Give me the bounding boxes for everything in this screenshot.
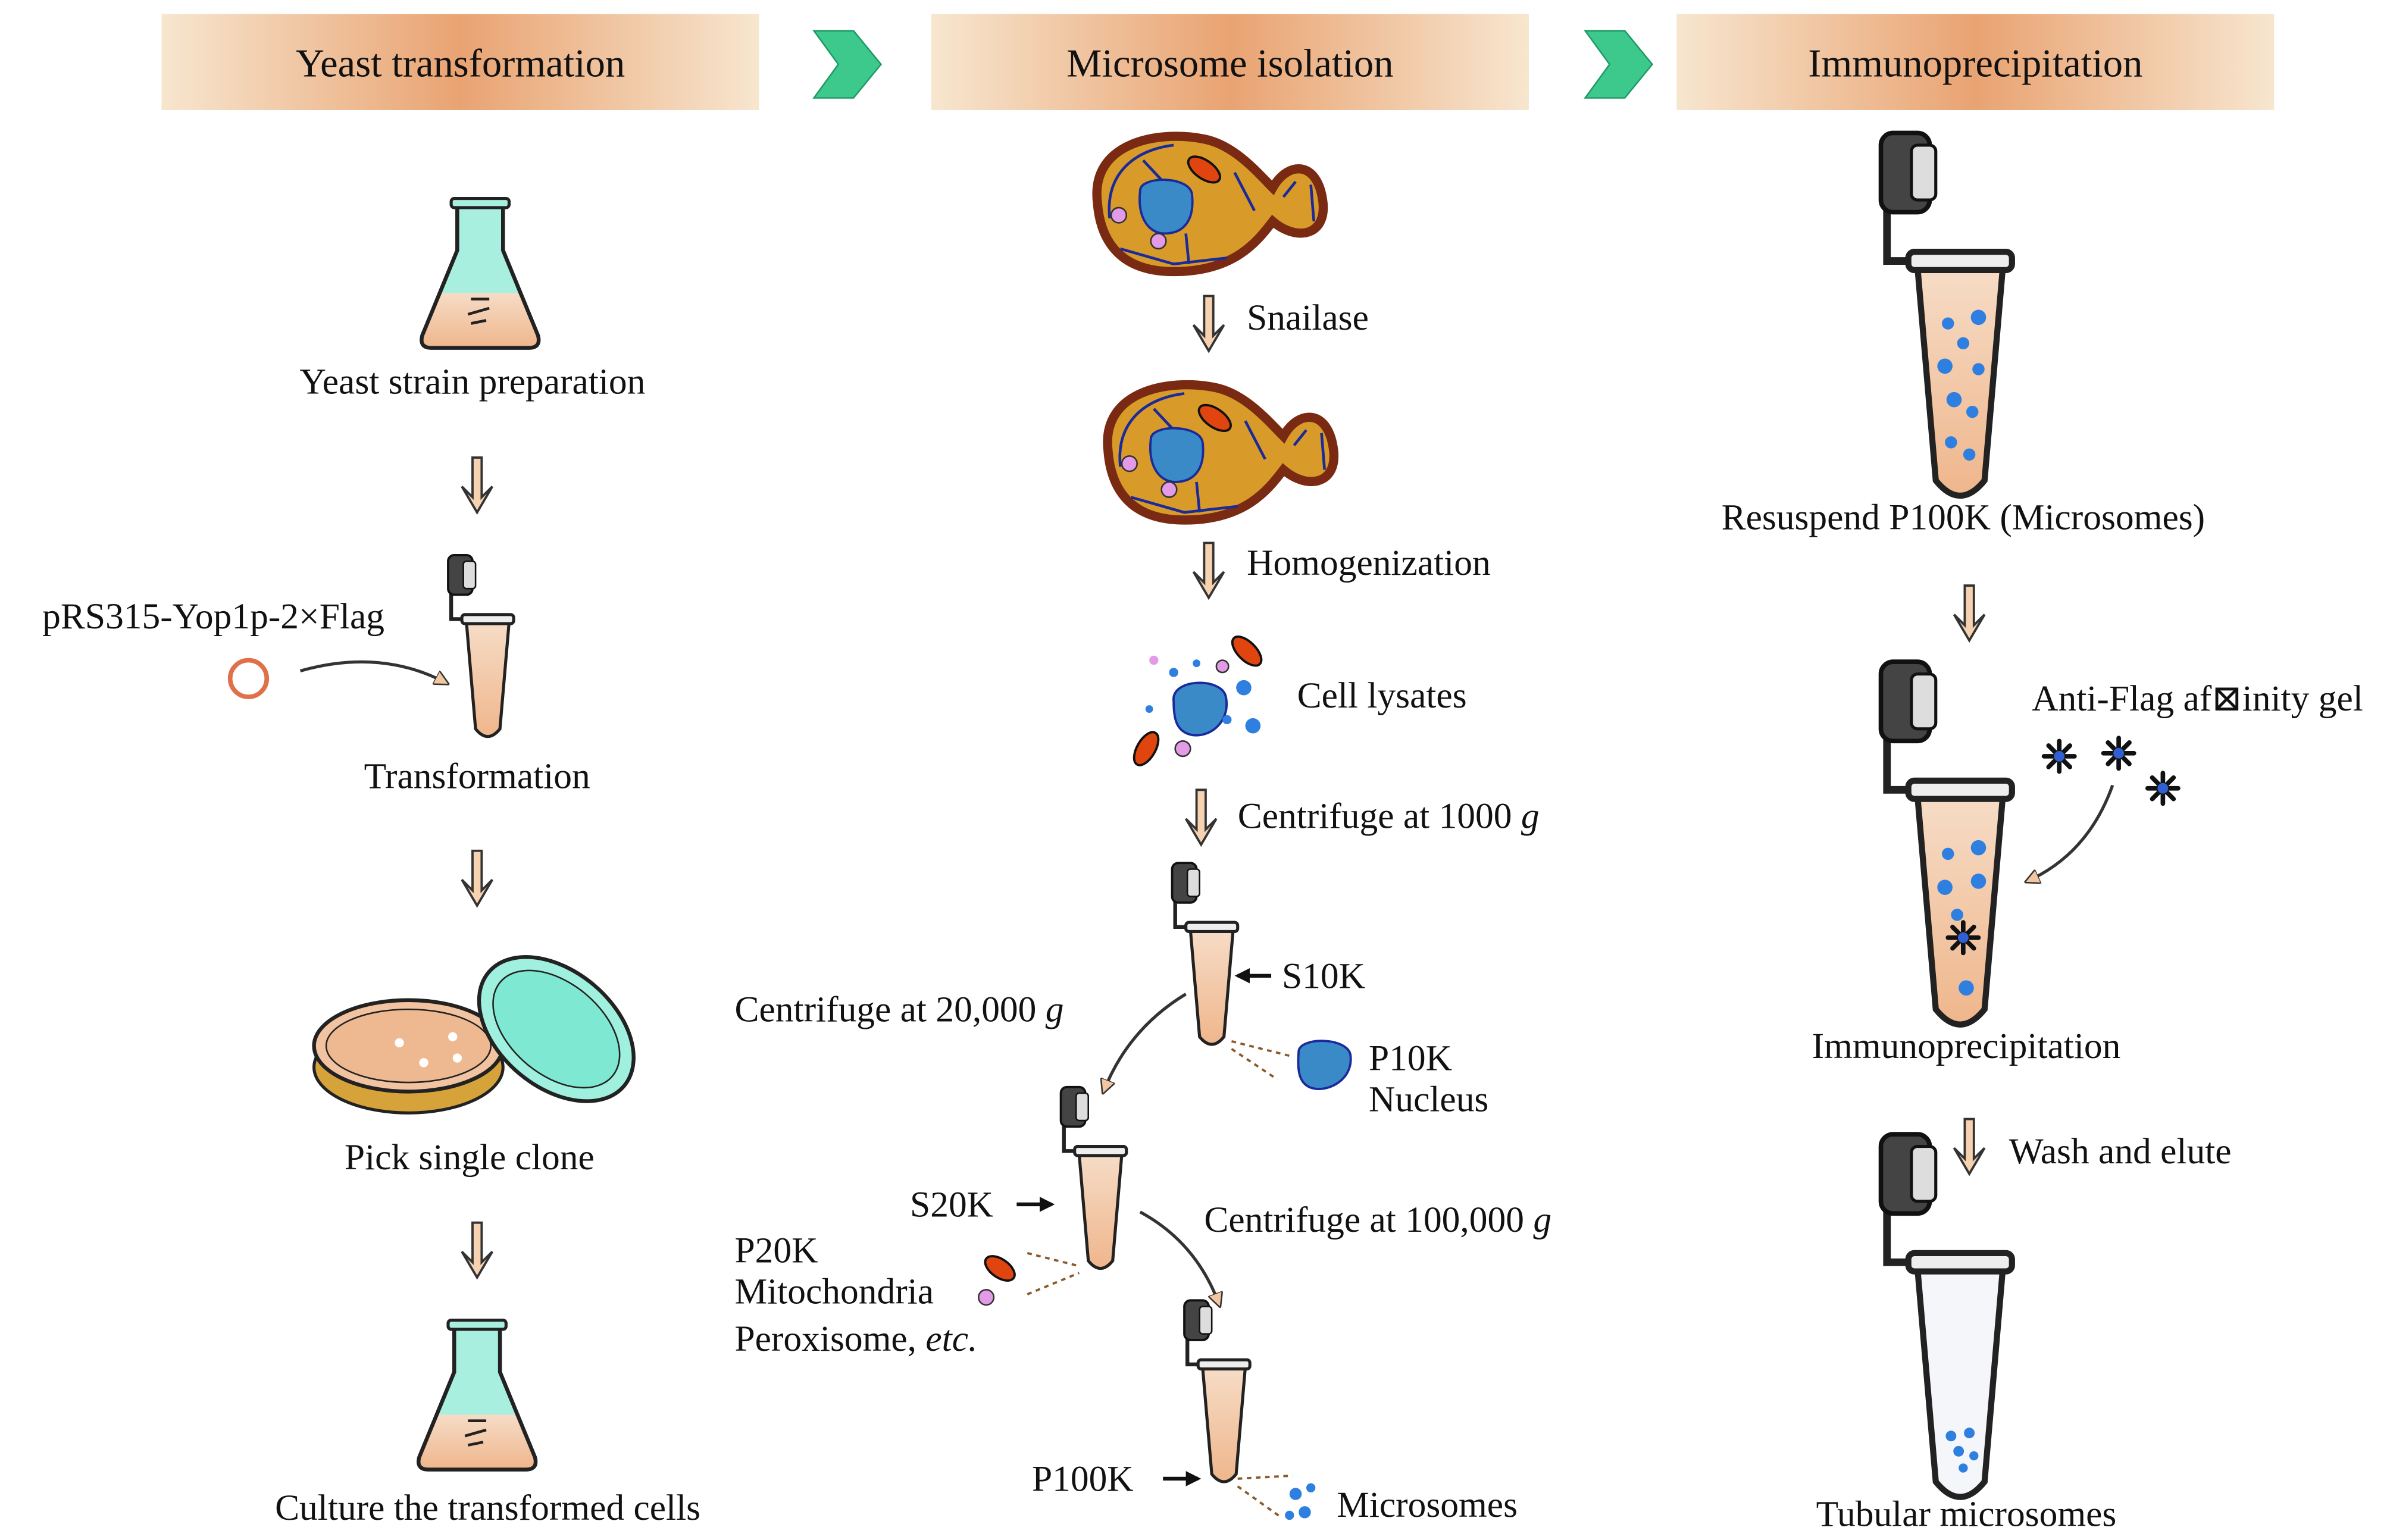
header-label: Yeast transformation: [296, 42, 625, 86]
homogenization-label: Homogenization: [1247, 543, 1491, 583]
large-tube-icon: [1881, 662, 2012, 1025]
dashed-pointer: [1027, 1252, 1080, 1295]
antibody-icon: [2044, 741, 2075, 771]
s20k-label: S20K: [910, 1184, 993, 1225]
curved-arrow-icon: [1103, 993, 1187, 1092]
header-label: Microsome isolation: [1066, 42, 1393, 86]
curved-arrow-icon: [299, 660, 447, 683]
microsomes-icon: [1285, 1483, 1316, 1520]
antibody-bead-icon: [1948, 922, 1978, 953]
header-microsome-isolation: [931, 14, 1529, 110]
mitochondria-icon: [984, 1255, 1016, 1282]
p10k-label: P10K: [1369, 1038, 1452, 1079]
centrifuge-1000g-label: Centrifuge at 1000 g: [1238, 796, 1540, 836]
antibody-icon: [2148, 773, 2178, 803]
flask-icon: [421, 199, 539, 348]
nucleus-icon: [1297, 1040, 1352, 1090]
peroxisome-label: Peroxisome, etc.: [735, 1319, 978, 1359]
tube-icon: [1184, 1300, 1250, 1482]
wash-elute-label: Wash and elute: [2009, 1131, 2232, 1172]
tube-icon: [1061, 1087, 1127, 1269]
yeast-cell-icon: [1097, 136, 1323, 271]
step-culture: Culture the transformed cells: [275, 1488, 700, 1528]
header-immunoprecipitation: [1676, 14, 2275, 110]
spheroplast-icon: [1108, 385, 1334, 520]
immunoprecipitation-label: Immunoprecipitation: [1812, 1026, 2121, 1066]
plasmid-icon: [227, 658, 270, 699]
snailase-label: Snailase: [1247, 298, 1369, 338]
dashed-pointer: [1231, 1040, 1293, 1081]
mitochondria-label: Mitochondria: [735, 1271, 934, 1311]
down-arrow-icon: [1953, 1118, 1986, 1175]
flask-icon: [418, 1320, 536, 1470]
p20k-label: P20K: [735, 1230, 818, 1270]
down-arrow-icon: [1953, 584, 1986, 642]
peroxisome-icon: [978, 1289, 995, 1306]
microsomes-label: Microsomes: [1337, 1485, 1518, 1525]
p100k-label: P100K: [1032, 1458, 1134, 1499]
petri-dish-icon: [312, 955, 636, 1115]
curved-arrow-icon: [2027, 784, 2114, 881]
microsome-dots: [1937, 309, 1987, 461]
down-arrow-icon: [1184, 788, 1218, 846]
down-arrow-icon: [1192, 295, 1225, 352]
chevron-right-icon: [1584, 30, 1654, 99]
step-yeast-strain-preparation: Yeast strain preparation: [300, 361, 646, 402]
down-arrow-icon: [1192, 541, 1225, 599]
dashed-pointer: [1237, 1474, 1293, 1518]
microsome-dots: [1945, 1428, 1979, 1473]
s10k-label: S10K: [1282, 956, 1365, 996]
cell-lysates-label: Cell lysates: [1297, 675, 1467, 716]
down-arrow-icon: [461, 1221, 494, 1279]
down-arrow-icon: [461, 456, 494, 514]
tube-icon: [1172, 863, 1238, 1044]
centrifuge-20000g-label: Centrifuge at 20,000 g: [735, 990, 1064, 1030]
microsome-dots: [1937, 840, 1987, 996]
clear-tube-icon: [1881, 1134, 2012, 1497]
tube-icon: [448, 555, 514, 737]
header-label: Immunoprecipitation: [1808, 42, 2142, 86]
nucleus-label: Nucleus: [1369, 1079, 1488, 1120]
chevron-right-icon: [812, 30, 883, 99]
antibody-icon: [2103, 738, 2134, 768]
header-yeast-transformation: [161, 14, 759, 110]
tubular-microsomes-label: Tubular microsomes: [1816, 1494, 2117, 1534]
resuspend-label: Resuspend P100K (Microsomes): [1722, 497, 2205, 537]
step-transformation: Transformation: [364, 756, 590, 797]
step-pick-single-clone: Pick single clone: [345, 1137, 595, 1178]
down-arrow-icon: [461, 849, 494, 907]
plasmid-label: pRS315-Yop1p-2×Flag: [42, 596, 384, 637]
cell-lysate-icon: [1133, 636, 1263, 766]
anti-flag-gel-label: Anti-Flag af⊠inity gel: [2032, 678, 2363, 719]
curved-arrow-icon: [1139, 1210, 1219, 1305]
centrifuge-100000g-label: Centrifuge at 100,000 g: [1204, 1200, 1551, 1240]
